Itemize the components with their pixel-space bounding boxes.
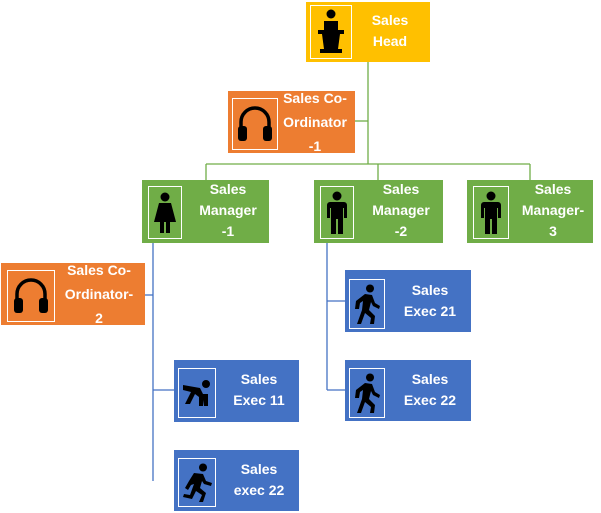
headphones-icon (232, 98, 278, 150)
exec-22-manager-2-node: Sales Exec 22 (345, 360, 471, 421)
running-person-icon (178, 458, 216, 507)
coordinator-2-label: Sales Co- Ordinator- 2 (64, 262, 134, 326)
woman-icon (148, 186, 182, 239)
walking-person-icon (349, 368, 385, 418)
manager-1-node: Sales Manager -1 (142, 180, 269, 243)
man-icon (473, 186, 509, 239)
sales-head-node: Sales Head (306, 2, 430, 62)
podium-speaker-icon (310, 5, 352, 59)
sales-head-label: Sales Head (371, 12, 409, 49)
exec-22-manager-2-label: Sales Exec 22 (403, 371, 457, 408)
man-icon (320, 186, 354, 239)
exec-11-node: Sales Exec 11 (174, 360, 299, 422)
walking-person-icon (349, 279, 385, 329)
exec-21-node: Sales Exec 21 (345, 270, 471, 332)
sprinter-start-icon (178, 368, 216, 418)
headphones-icon (7, 270, 55, 322)
exec-11-label: Sales Exec 11 (233, 371, 285, 408)
manager-2-node: Sales Manager -2 (314, 180, 443, 243)
manager-3-label: Sales Manager- 3 (521, 181, 585, 239)
coordinator-1-label: Sales Co- Ordinator -1 (283, 90, 347, 154)
coordinator-1-node: Sales Co- Ordinator -1 (228, 90, 355, 154)
manager-2-label: Sales Manager -2 (372, 181, 430, 239)
exec-21-label: Sales Exec 21 (403, 282, 457, 319)
exec-22-manager-1-label: Sales exec 22 (233, 461, 285, 498)
manager-1-label: Sales Manager -1 (199, 181, 257, 239)
exec-22-manager-1-node: Sales exec 22 (174, 450, 299, 511)
coordinator-2-node: Sales Co- Ordinator- 2 (1, 262, 145, 326)
manager-3-node: Sales Manager- 3 (467, 180, 593, 243)
